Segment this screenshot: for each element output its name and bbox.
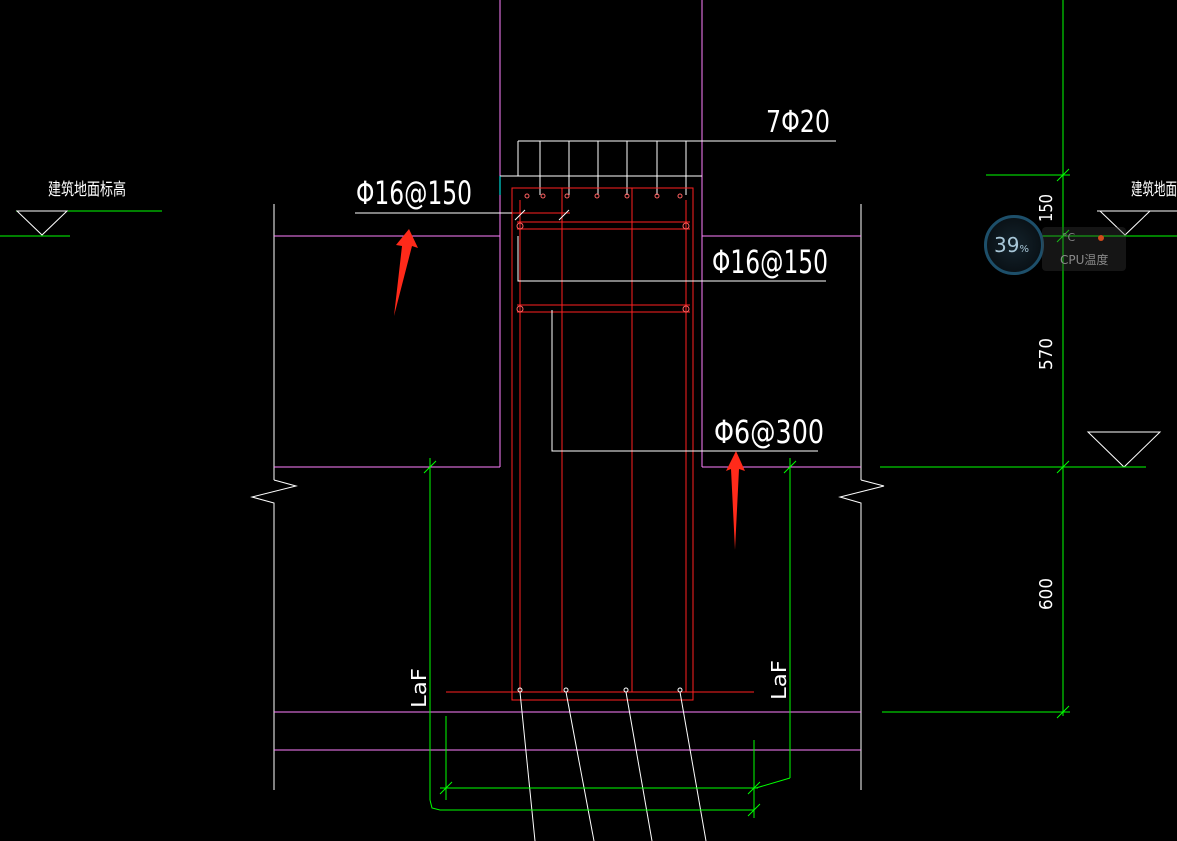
dim-middle: 570 bbox=[1036, 338, 1057, 370]
temp-alert-icon bbox=[1098, 235, 1104, 241]
cpu-usage-value: 39% bbox=[994, 233, 1029, 257]
annotation-arrow-right bbox=[726, 451, 745, 550]
cpu-usage-percent-sign: % bbox=[1019, 244, 1029, 255]
cpu-usage-number: 39 bbox=[994, 233, 1020, 257]
cpu-gauge bbox=[984, 215, 1044, 275]
anchor-label-left: LaF bbox=[407, 668, 431, 708]
slab-outline-right bbox=[702, 204, 885, 790]
elevation-label-right: 建筑地面 bbox=[1131, 180, 1177, 200]
column-outline bbox=[499, 0, 703, 467]
cpu-temp-value: °C bbox=[1062, 231, 1076, 244]
anchor-label-right: LaF bbox=[767, 660, 791, 700]
cpu-temp-label: CPU温度 bbox=[1060, 253, 1109, 267]
tie-leader bbox=[517, 236, 826, 452]
rebar-dots bbox=[516, 193, 690, 693]
cpu-monitor-widget[interactable]: 39% °C CPU温度 bbox=[980, 213, 1128, 283]
cpu-temp-panel: °C CPU温度 bbox=[1042, 227, 1126, 271]
tie-bar-label: Φ6@300 bbox=[714, 413, 824, 451]
dim-bottom: 600 bbox=[1036, 578, 1057, 610]
main-rebar-label-group: 7Φ20 bbox=[690, 105, 836, 142]
main-rebar-label: 7Φ20 bbox=[766, 105, 830, 140]
stirrup-left-label: Φ16@150 bbox=[356, 174, 472, 212]
stirrup-left-label-group: Φ16@150 bbox=[355, 174, 570, 221]
annotation-arrow-left bbox=[394, 229, 418, 316]
stirrup-right-label: Φ16@150 bbox=[712, 243, 828, 281]
pile-bars bbox=[519, 691, 707, 841]
slab-outline-left bbox=[250, 204, 500, 790]
elevation-label-left: 建筑地面标高 bbox=[48, 180, 126, 200]
dim-top: 150 bbox=[1036, 194, 1057, 222]
anchorage-dimensions bbox=[423, 458, 797, 818]
vertical-dimension-chain bbox=[880, 0, 1146, 719]
rebar-cage bbox=[446, 187, 754, 701]
column-top-stub bbox=[499, 140, 702, 195]
foundation-lines bbox=[274, 711, 861, 751]
elevation-marker-left: 建筑地面标高 bbox=[0, 180, 162, 237]
